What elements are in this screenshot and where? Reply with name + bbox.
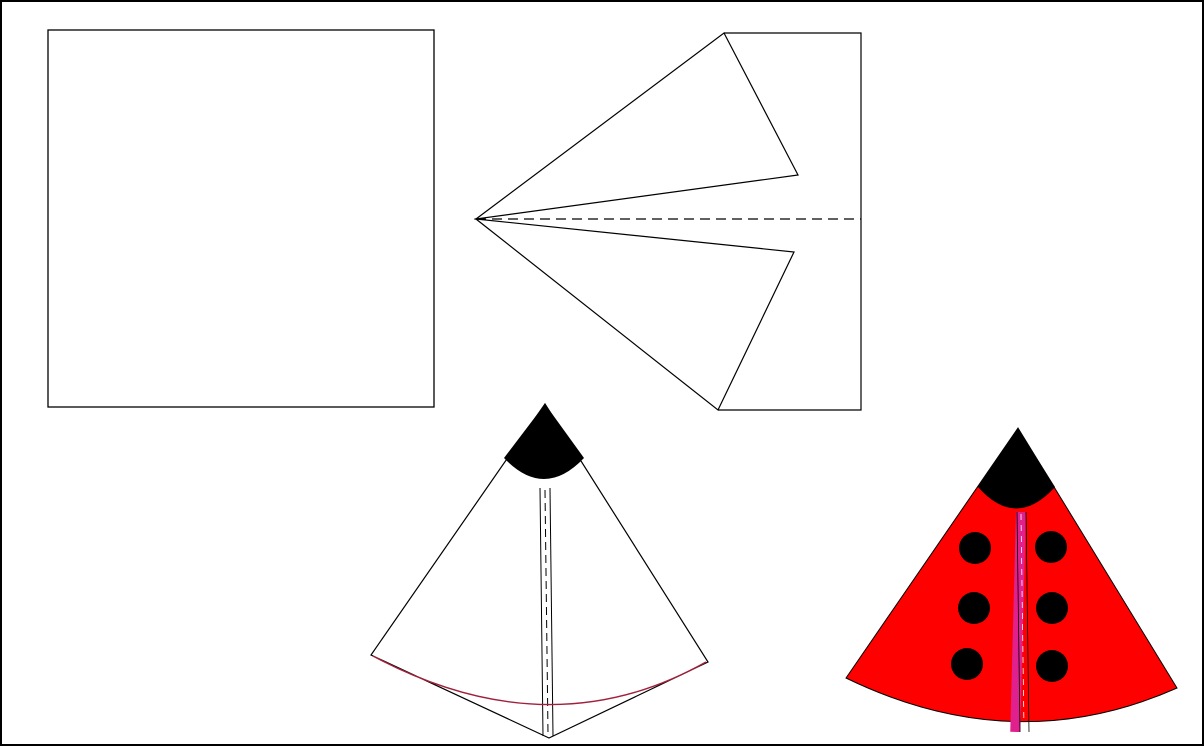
ladybug-spot-left-1 — [959, 532, 991, 564]
ladybug-spot-left-3 — [951, 648, 983, 680]
step1-square-paper — [48, 30, 434, 407]
ladybug-spot-right-3 — [1036, 650, 1068, 682]
ladybug-spot-right-2 — [1036, 592, 1068, 624]
ladybug-spot-left-2 — [958, 592, 990, 624]
ladybug-spot-right-1 — [1035, 531, 1067, 563]
